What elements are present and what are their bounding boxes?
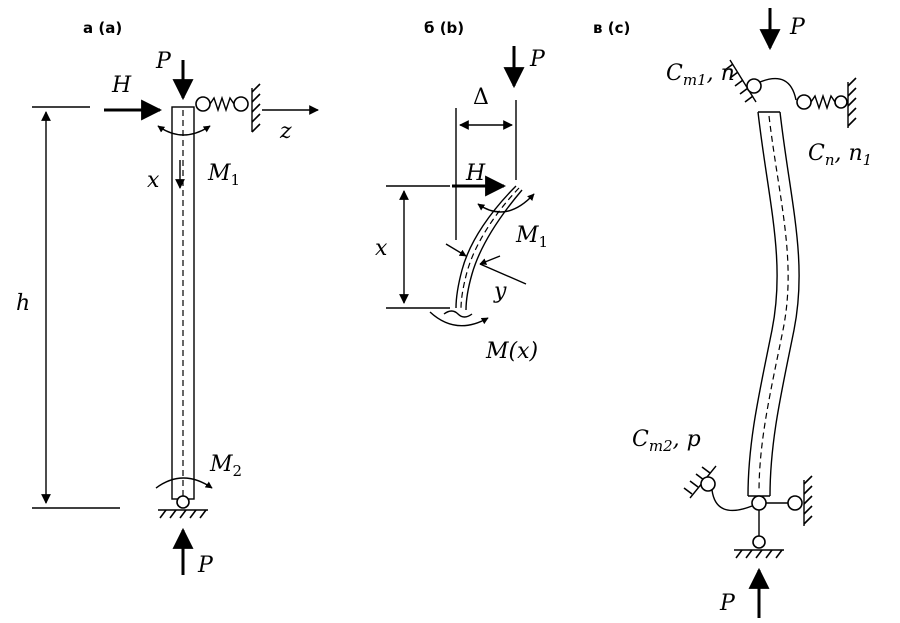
hinge-top-a [195, 96, 211, 112]
spring-top-right-c [810, 93, 836, 111]
spring-hinge-a [233, 96, 249, 112]
panel-b-label: б (b) [424, 19, 464, 37]
hinge-bottom-a [176, 495, 190, 509]
panel-a: a (a) h P H z M1 x [16, 19, 319, 578]
panel-b: б (b) P Δ x H M1 y M(x) [375, 19, 548, 364]
cm2-label: Cm2, p [632, 427, 701, 455]
panel-c: в (c) P Cm1, n Cn, n1 Cm2, [593, 8, 872, 618]
moment-m2-a [155, 477, 213, 489]
hinge-bottom-c [751, 495, 767, 511]
delta-label: Δ [473, 85, 489, 110]
m1-label-a: M1 [207, 161, 240, 189]
moment-mx-b [429, 311, 489, 327]
cn-label: Cn, n1 [808, 141, 872, 169]
mx-label: M(x) [485, 339, 538, 364]
x-label-b: x [375, 236, 388, 261]
p-label-top-c: P [789, 15, 806, 40]
rot-spring-top-c [759, 77, 797, 101]
column-axis-c [758, 115, 789, 493]
spring-a [209, 95, 235, 113]
panel-c-label: в (c) [593, 19, 630, 37]
spring-end-hinge-c [834, 95, 848, 109]
rot-spring-bottom-c [711, 489, 753, 512]
wall-c-top-left [729, 59, 757, 103]
y-label: y [493, 279, 507, 304]
y-arrow-out [479, 255, 501, 265]
deflected-segment-left [455, 185, 517, 309]
p-label-top-a: P [155, 49, 172, 74]
moment-m1-b [477, 193, 535, 213]
y-arrow-in [445, 243, 467, 257]
p-label-bottom-a: P [197, 553, 214, 578]
p-label-b: P [529, 47, 546, 72]
hinge-ground-c [752, 535, 766, 549]
panel-a-label: a (a) [83, 19, 122, 37]
z-label: z [279, 119, 292, 144]
deflected-axis-b [460, 187, 520, 310]
column-c-left [747, 111, 778, 497]
p-label-bottom-c: P [719, 591, 736, 616]
y-line [479, 263, 527, 285]
column-c-right [769, 111, 800, 497]
hinge-bottom-left-c [700, 476, 716, 492]
h-force-label-a: H [111, 73, 132, 98]
hinge-right-c [787, 495, 803, 511]
m2-label-a: M2 [209, 452, 242, 480]
x-label-a: x [147, 168, 160, 193]
cut-mark-b [443, 310, 473, 318]
m1-label-b: M1 [515, 223, 548, 251]
h-label-b: H [465, 161, 486, 186]
cm1-label: Cm1, n [666, 61, 735, 89]
moment-m1-a [157, 125, 211, 136]
h-label: h [16, 291, 30, 316]
hinge-top-left-c [746, 78, 762, 94]
hinge-top-right-c [796, 94, 812, 110]
